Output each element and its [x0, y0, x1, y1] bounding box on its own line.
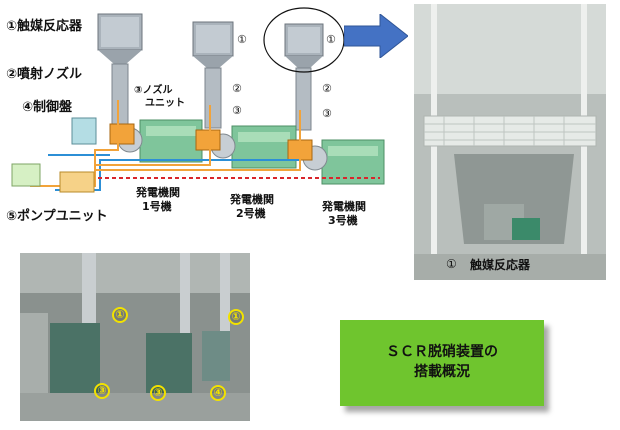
num-3-a: ③	[232, 104, 242, 117]
num-2-b: ②	[322, 82, 332, 95]
label-nozzle-unit-2: ユニット	[145, 98, 185, 109]
pump-unit-box	[59, 171, 95, 193]
engine-room-photo: ① ① ③ ③ ④	[20, 253, 250, 421]
pointer-arrow	[344, 14, 408, 58]
tank-box	[11, 163, 41, 187]
engine-2	[210, 125, 297, 169]
generator-3-no: 3号機	[328, 214, 358, 227]
reactor-3	[284, 23, 324, 131]
reactor-photo-caption: 触媒反応器	[470, 258, 531, 272]
reactor-1	[97, 13, 143, 125]
scr-title-line1: ＳＣＲ脱硝装置の	[386, 344, 498, 360]
generator-2-no: 2号機	[236, 207, 266, 220]
photo-marker-1a: ①	[112, 307, 128, 323]
photo-marker-1b: ①	[228, 309, 244, 325]
photo-marker-3b: ③	[150, 385, 166, 401]
photo-marker-3a: ③	[94, 383, 110, 399]
scr-title-line2: 搭載概況	[414, 364, 470, 380]
reactor-photo: ① 触媒反応器	[414, 4, 606, 280]
photo-marker-4: ④	[210, 385, 226, 401]
num-1-b: ①	[326, 33, 336, 46]
control-panel-box	[71, 117, 97, 145]
num-3-b: ③	[322, 107, 332, 120]
nozzle-unit-2	[195, 129, 221, 151]
generator-3-name: 発電機関	[322, 200, 366, 213]
num-1-a: ①	[237, 33, 247, 46]
schematic-diagram	[11, 7, 385, 193]
generator-1-no: 1号機	[142, 200, 172, 213]
scr-summary-box: ＳＣＲ脱硝装置の 搭載概況	[340, 320, 544, 406]
label-nozzle-unit-1: ③ノズル	[134, 85, 173, 96]
generator-2-name: 発電機関	[230, 193, 274, 206]
generator-1-name: 発電機関	[136, 186, 180, 199]
label-nozzle: ②噴射ノズル	[6, 67, 83, 82]
label-reactor: ①触媒反応器	[6, 19, 83, 34]
engine-3	[302, 139, 385, 185]
nozzle-unit-1	[109, 123, 135, 145]
label-pump-unit: ⑤ポンプユニット	[6, 209, 108, 224]
label-control-panel: ④制御盤	[22, 100, 73, 115]
reactor-photo-num: ①	[446, 257, 457, 271]
reactor-2	[192, 21, 234, 129]
num-2-a: ②	[232, 82, 242, 95]
